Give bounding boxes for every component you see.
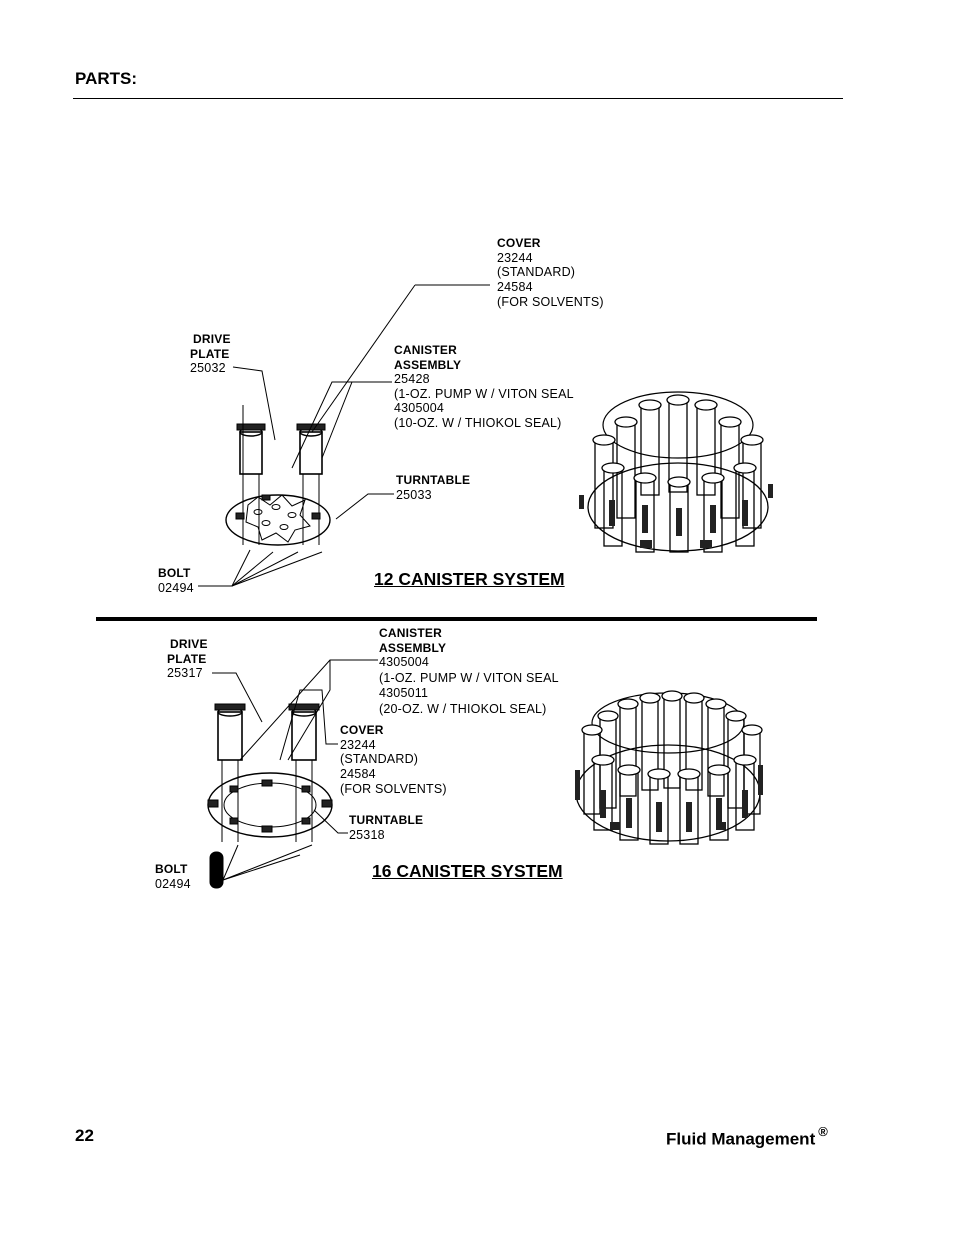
canister-variant: (10-OZ. W / THIOKOL SEAL) [394,415,562,430]
drive-plate-callout-16: DRIVE PLATE 25317 [167,637,208,681]
drive-plate-label: PLATE [190,346,230,361]
cover-variant: (STANDARD) [340,752,419,766]
canister-variant: (20-OZ. W / THIOKOL SEAL) [379,701,547,716]
cover-variant: (STANDARD) [497,265,576,279]
cover-part-number: 24584 [340,766,376,781]
page-number: 22 [75,1126,94,1145]
turntable-callout-12: TURNTABLE 25033 [396,473,470,502]
bolt-part-number: 02494 [155,876,191,891]
registered-mark: ® [818,1124,828,1139]
drive-plate-label: DRIVE [170,637,208,651]
bolt-label: BOLT [158,566,191,580]
canister-part-number: 25428 [394,372,430,386]
brand-name: Fluid Management [666,1129,816,1149]
drive-plate-label: DRIVE [193,332,231,346]
canister-callout-16: CANISTER ASSEMBLY 4305004 (1-OZ. PUMP W … [379,626,559,716]
cover-variant: (FOR SOLVENTS) [340,782,447,796]
canister-label: CANISTER [379,626,442,640]
turntable-callout-16: TURNTABLE 25318 [349,813,423,842]
canister-part-number: 4305004 [379,655,430,669]
bolt-callout-16: BOLT 02494 [155,862,191,891]
drive-plate-callout-12: DRIVE PLATE 25032 [190,332,231,376]
turntable-label: TURNTABLE [349,813,424,827]
section-divider [96,617,817,621]
cover-callout-16: COVER 23244 (STANDARD) 24584 (FOR SOLVEN… [340,723,447,797]
drive-plate-label: PLATE [167,651,207,666]
canister-variant: (1-OZ. PUMP W / VITON SEAL [379,670,559,685]
canister-part-number: 4305004 [394,401,445,415]
canister-callout-12: CANISTER ASSEMBLY 25428 (1-OZ. PUMP W / … [394,343,574,430]
drive-plate-part-number: 25032 [190,361,226,375]
cover-label: COVER [340,723,384,737]
exploded-view-16 [207,659,378,889]
bolt-part-number: 02494 [158,580,194,595]
system-title-16: 16 CANISTER SYSTEM [372,861,563,881]
canister-label: ASSEMBLY [394,357,462,372]
header-divider [73,98,843,99]
turntable-part-number: 25318 [349,827,385,842]
bolt-label: BOLT [155,862,188,876]
cover-part-number: 23244 [497,250,533,265]
footer-brand: Fluid Management® [666,1124,828,1150]
cover-part-number: 24584 [497,279,533,294]
page-title: PARTS: [75,69,138,88]
turntable-part-number: 25033 [396,487,432,502]
drive-plate-part-number: 25317 [167,666,203,680]
system-title-12: 12 CANISTER SYSTEM [374,569,565,589]
canister-variant: (1-OZ. PUMP W / VITON SEAL [394,386,574,401]
canister-label: ASSEMBLY [379,640,447,655]
cover-variant: (FOR SOLVENTS) [497,295,604,309]
cover-callout-12: COVER 23244 (STANDARD) 24584 (FOR SOLVEN… [497,236,604,310]
canister-label: CANISTER [394,343,457,357]
bolt-callout-12: BOLT 02494 [158,566,194,595]
exploded-view-12 [198,284,490,587]
turntable-label: TURNTABLE [396,473,471,487]
assembled-view-16 [575,690,763,845]
cover-label: COVER [497,236,541,250]
canister-part-number: 4305011 [379,686,429,700]
assembled-view-12 [579,391,773,553]
cover-part-number: 23244 [340,737,376,752]
